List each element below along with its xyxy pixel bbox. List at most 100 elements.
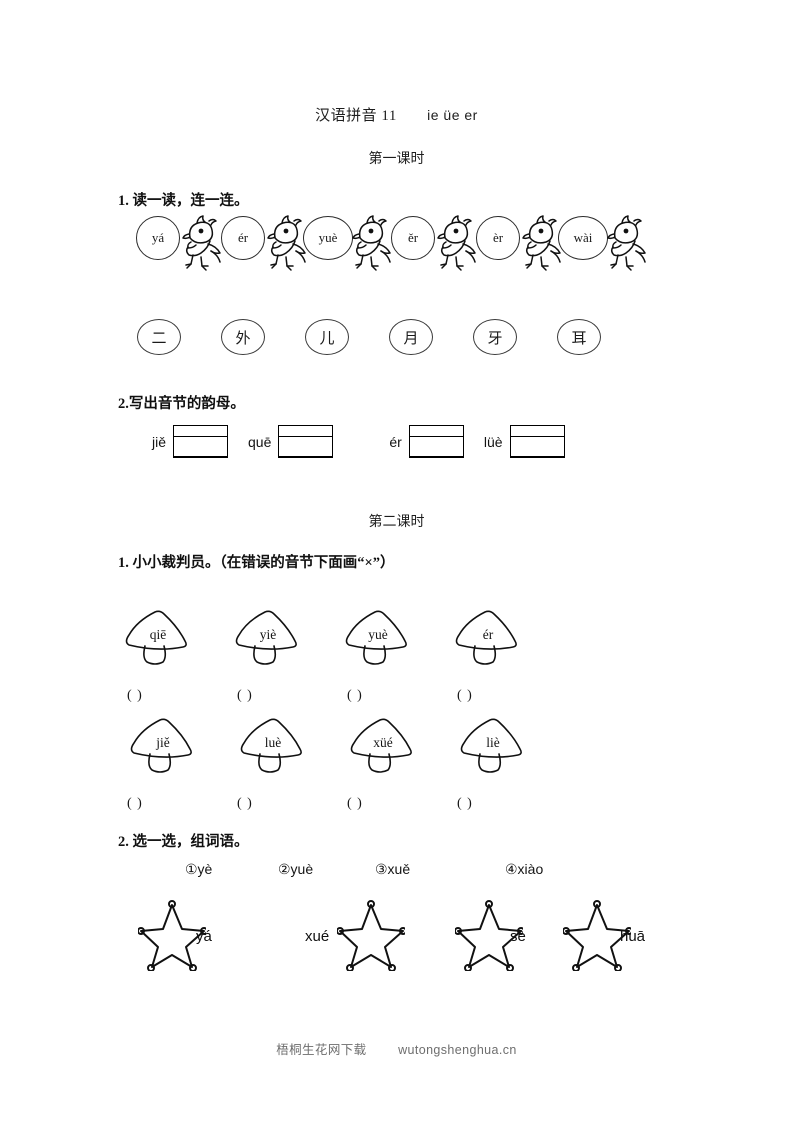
mushroom-icon <box>455 610 517 665</box>
mushroom-item[interactable]: qiē <box>119 605 229 677</box>
character-circle[interactable]: 儿 <box>305 319 349 355</box>
choice-option[interactable]: ③xuě <box>375 861 411 877</box>
grid-line <box>279 436 333 437</box>
character-circle[interactable]: 外 <box>221 319 265 355</box>
writing-grid-box[interactable] <box>509 425 565 458</box>
mushroom-item[interactable]: yuè <box>339 605 449 677</box>
grid-line <box>510 456 564 457</box>
syllable-writebox-item: ér <box>389 425 483 458</box>
lesson1-ex2-title: 2.写出音节的韵母。 <box>118 396 245 412</box>
grid-line <box>409 456 463 457</box>
chick-icon <box>432 214 478 279</box>
footer-label: 梧桐生花网下载 <box>276 1043 367 1057</box>
mushroom-row-1: qiē yiè yuè <box>119 605 559 677</box>
chick-icon <box>602 214 648 279</box>
syllable-writebox-item: lüè <box>484 425 585 458</box>
mushroom-icon <box>460 718 522 773</box>
pinyin-circle[interactable]: yuè <box>303 216 353 260</box>
answer-paren[interactable]: ( ) <box>237 796 253 811</box>
answer-paren-row-1: ( ) ( ) ( ) ( ) <box>127 688 567 704</box>
mushroom-icon <box>240 718 302 773</box>
lesson2-ex2-title: 2. 选一选，组词语。 <box>118 834 249 850</box>
chick-icon <box>517 214 563 279</box>
pinyin-chick-item[interactable]: yá <box>136 212 221 274</box>
answer-paren-row-2: ( ) ( ) ( ) ( ) <box>127 796 567 812</box>
lesson1-ex1-title: 1. 读一读，连一连。 <box>118 193 249 209</box>
pinyin-circle[interactable]: yá <box>136 216 180 260</box>
mushroom-item[interactable]: liè <box>454 713 564 785</box>
grid-line <box>174 456 228 457</box>
pinyin-chick-item[interactable]: ěr <box>391 212 476 274</box>
answer-paren[interactable]: ( ) <box>127 688 143 703</box>
answer-paren[interactable]: ( ) <box>127 796 143 811</box>
answer-paren[interactable]: ( ) <box>237 688 253 703</box>
answer-paren[interactable]: ( ) <box>347 796 363 811</box>
syllable-label: quē <box>248 433 272 450</box>
writing-grid-box[interactable] <box>173 425 229 458</box>
mushroom-item[interactable]: luè <box>234 713 344 785</box>
star-word: huā <box>620 928 646 945</box>
star-word: yá <box>196 928 212 945</box>
syllable-writebox-item: jiě <box>152 425 248 458</box>
pinyin-circle-row: yá <box>136 212 646 274</box>
pinyin-chick-item[interactable]: wài <box>558 212 646 274</box>
star-item[interactable]: sè <box>454 895 526 976</box>
syllable-writebox-row: jiě quē ér lüè <box>152 425 585 458</box>
pinyin-chick-item[interactable]: ér <box>221 212 306 274</box>
page-title: 汉语拼音 11 ie üe er <box>0 104 793 125</box>
pinyin-circle[interactable]: ěr <box>391 216 435 260</box>
syllable-label: ér <box>389 433 402 450</box>
pinyin-circle[interactable]: èr <box>476 216 520 260</box>
mushroom-icon <box>350 718 412 773</box>
character-circle[interactable]: 牙 <box>473 319 517 355</box>
grid-line <box>510 436 564 437</box>
choice-option[interactable]: ④xiào <box>505 861 544 877</box>
chick-icon <box>262 214 308 279</box>
choice-option[interactable]: ①yè <box>185 861 213 877</box>
lesson2-heading: 第二课时 <box>368 515 425 530</box>
choice-option[interactable]: ②yuè <box>278 861 314 877</box>
character-circle[interactable]: 二 <box>137 319 181 355</box>
character-circle[interactable]: 月 <box>389 319 433 355</box>
pinyin-circle[interactable]: wài <box>558 216 608 260</box>
chick-icon <box>347 214 393 279</box>
choice-option-row: ①yè ②yuè ③xuě ④xiào <box>185 861 543 878</box>
star-word: sè <box>510 928 526 945</box>
mushroom-item[interactable]: xüé <box>344 713 454 785</box>
answer-paren[interactable]: ( ) <box>347 688 363 703</box>
star-word: xué <box>305 928 330 945</box>
character-circle[interactable]: 耳 <box>557 319 601 355</box>
syllable-writebox-item: quē <box>248 425 353 458</box>
writing-grid-box[interactable] <box>408 425 464 458</box>
pinyin-chick-item[interactable]: èr <box>476 212 561 274</box>
mushroom-icon <box>235 610 297 665</box>
character-circle-row: 二 外 儿 月 牙 耳 <box>137 319 641 355</box>
page-title-cn: 汉语拼音 11 <box>315 108 397 124</box>
syllable-label: jiě <box>152 433 167 450</box>
pinyin-circle[interactable]: ér <box>221 216 265 260</box>
footer: 梧桐生花网下载 wutongshenghua.cn <box>0 1039 793 1058</box>
grid-line <box>409 436 463 437</box>
mushroom-icon <box>345 610 407 665</box>
pinyin-chick-item[interactable]: yuè <box>303 212 391 274</box>
mushroom-item[interactable]: yiè <box>229 605 339 677</box>
page-title-latin: ie üe er <box>427 107 478 123</box>
answer-paren[interactable]: ( ) <box>457 796 473 811</box>
answer-paren[interactable]: ( ) <box>457 688 473 703</box>
lesson2-ex1-title: 1. 小小裁判员。（在错误的音节下面画“×”） <box>118 555 395 571</box>
mushroom-row-2: jiě luè xüé <box>124 713 564 785</box>
star-item[interactable]: huā <box>562 895 645 976</box>
star-item[interactable]: xué <box>305 895 407 976</box>
syllable-label: lüè <box>483 433 503 450</box>
lesson1-heading: 第一课时 <box>368 152 425 167</box>
footer-site: wutongshenghua.cn <box>398 1043 517 1057</box>
mushroom-icon <box>130 718 192 773</box>
grid-line <box>174 436 228 437</box>
writing-grid-box[interactable] <box>278 425 334 458</box>
chick-icon <box>177 214 223 279</box>
mushroom-item[interactable]: ér <box>449 605 559 677</box>
star-icon <box>336 900 407 972</box>
star-item[interactable]: yá <box>137 895 212 976</box>
mushroom-item[interactable]: jiě <box>124 713 234 785</box>
